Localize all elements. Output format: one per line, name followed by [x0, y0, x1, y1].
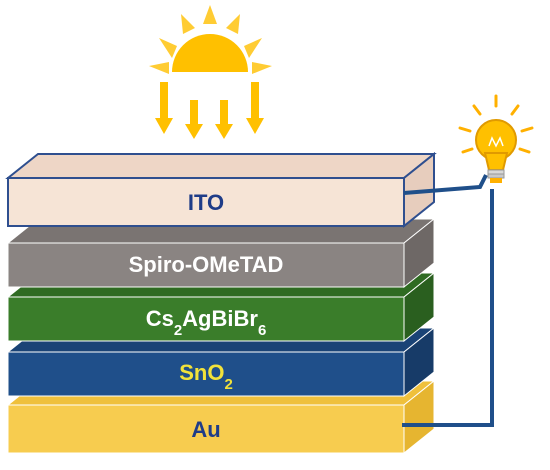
circuit-wire [402, 174, 494, 427]
layer-perovskite-front-face [7, 296, 405, 342]
light-arrow-icon [155, 82, 264, 139]
layer-ito-label: ITO [188, 190, 224, 215]
layer-spiro-label: Spiro-OMeTAD [129, 252, 284, 277]
light-bulb-icon [458, 94, 534, 183]
sun-icon [149, 5, 272, 74]
layer-ito-front-face [7, 177, 405, 227]
layer-au-label: Au [191, 417, 220, 442]
layer-ito: ITO [5, 151, 437, 229]
layer-perovskite-label: Cs2AgBiBr6 [146, 306, 267, 339]
layer-sno2-label: SnO2 [179, 360, 233, 393]
layer-spiro: Spiro-OMeTAD [6, 217, 436, 289]
layer-spiro-front-face [7, 242, 405, 288]
layer-ito-top-face [5, 153, 437, 179]
layer-au-front-face [7, 404, 405, 454]
layer-sno2-front-face [7, 351, 405, 397]
layer-stack: Au SnO2 Cs2AgBiBr6 Spiro-OMeTAD ITO [5, 151, 437, 455]
